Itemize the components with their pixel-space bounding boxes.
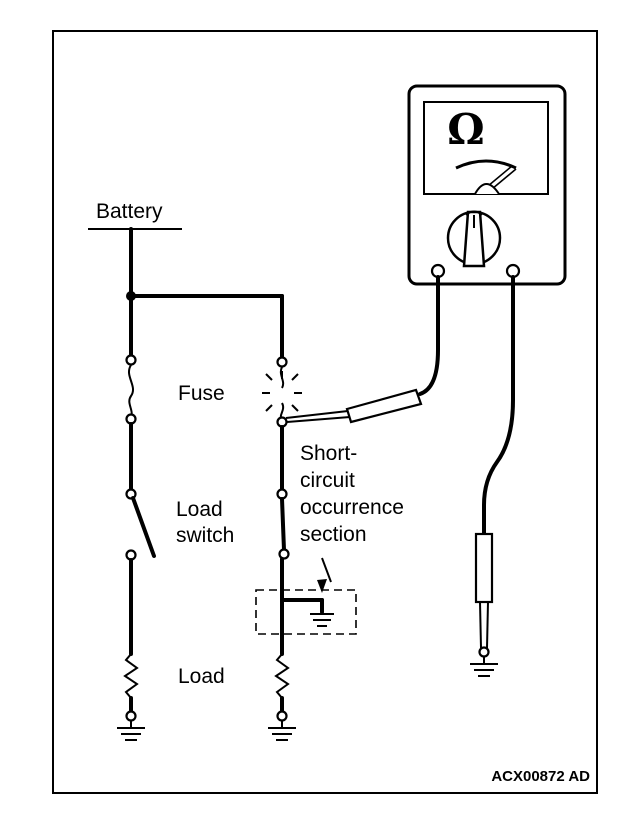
left-ground-symbol: [117, 721, 145, 741]
left-load-resistor: [123, 653, 139, 722]
short-circuit-label-line2: circuit: [300, 469, 355, 492]
right-circuit-middle: [276, 425, 290, 656]
short-circuit-label-line1: Short-: [300, 442, 357, 465]
spark-icon: [262, 371, 302, 412]
right-ground-symbol: [268, 721, 296, 741]
short-circuit-label-line4: section: [300, 523, 367, 546]
figure-code: ACX00872 AD: [491, 768, 590, 785]
battery-label: Battery: [96, 200, 163, 223]
left-test-lead: [285, 275, 440, 424]
short-circuit-label-line3: occurrence: [300, 496, 404, 519]
fuse-label: Fuse: [178, 382, 225, 405]
short-circuit-section: [255, 557, 357, 635]
right-test-lead: [470, 275, 515, 677]
right-load-resistor: [274, 653, 290, 722]
left-circuit-wiring: [126, 227, 284, 362]
meter-display: [423, 101, 549, 195]
left-fuse: [125, 354, 137, 492]
diagram-frame: [52, 30, 598, 794]
ohmmeter: Ω: [407, 84, 567, 286]
load-switch-label-line2: switch: [176, 524, 234, 547]
meter-selector-knob[interactable]: [446, 210, 502, 268]
load-label: Load: [178, 665, 225, 688]
load-switch-label-line1: Load: [176, 498, 223, 521]
meter-ohm-symbol: Ω: [447, 105, 484, 154]
load-switch: [125, 488, 156, 656]
